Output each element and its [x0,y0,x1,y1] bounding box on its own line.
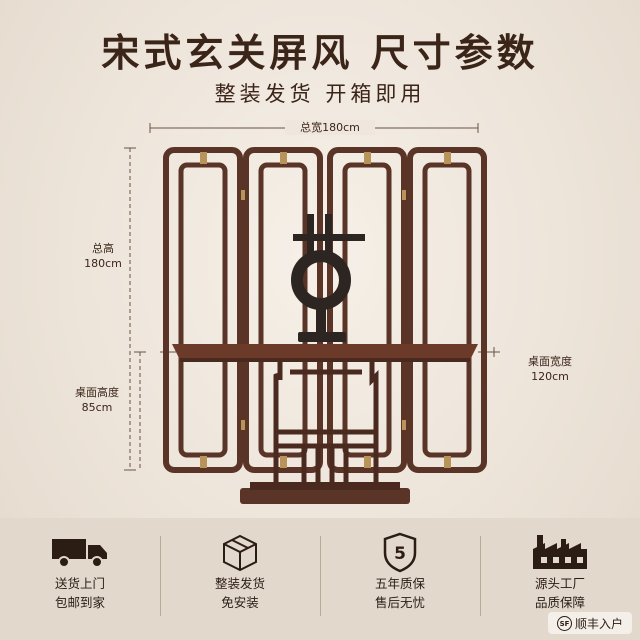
delivery-truck-icon [0,530,160,574]
folding-screen [163,147,487,473]
brass-accents [200,152,451,468]
page-subtitle: 整装发货 开箱即用 [214,82,426,106]
feature-divider [160,536,161,616]
console-table [172,344,478,504]
feature-divider [480,536,481,616]
feature-factory: 源头工厂 品质保障 [480,530,640,630]
screen-panel-2 [243,147,323,473]
feature-divider [320,536,321,616]
warranty-shield-icon: 5 [320,530,480,574]
ring-sculpture [291,214,365,342]
feature-warranty: 5 五年质保 售后无忧 [320,530,480,630]
screen-panel-4 [407,147,487,473]
factory-icon [480,530,640,574]
screen-panel-1 [163,147,243,473]
sf-delivery-badge: SF 顺丰入户 [548,612,632,634]
dimension-lines [124,123,500,471]
svg-text:5: 5 [394,544,406,564]
sf-logo-icon: SF [556,615,572,631]
page-title: 宋式玄关屏风 尺寸参数 [101,31,539,75]
total-width-label: 总宽180cm [285,120,375,135]
feature-bar: 送货上门 包邮到家 整装发货 免安装 5 五年质保 售后无忧 [0,518,640,640]
screen-panel-3 [327,147,407,473]
table-height-label: 桌面高度 85cm [75,386,119,414]
feature-delivery: 送货上门 包邮到家 [0,530,160,630]
table-width-label: 桌面宽度 120cm [528,355,572,383]
package-box-icon [160,530,320,574]
total-height-label: 总高 180cm [84,242,122,270]
table-base [240,488,410,504]
feature-package: 整装发货 免安装 [160,530,320,630]
